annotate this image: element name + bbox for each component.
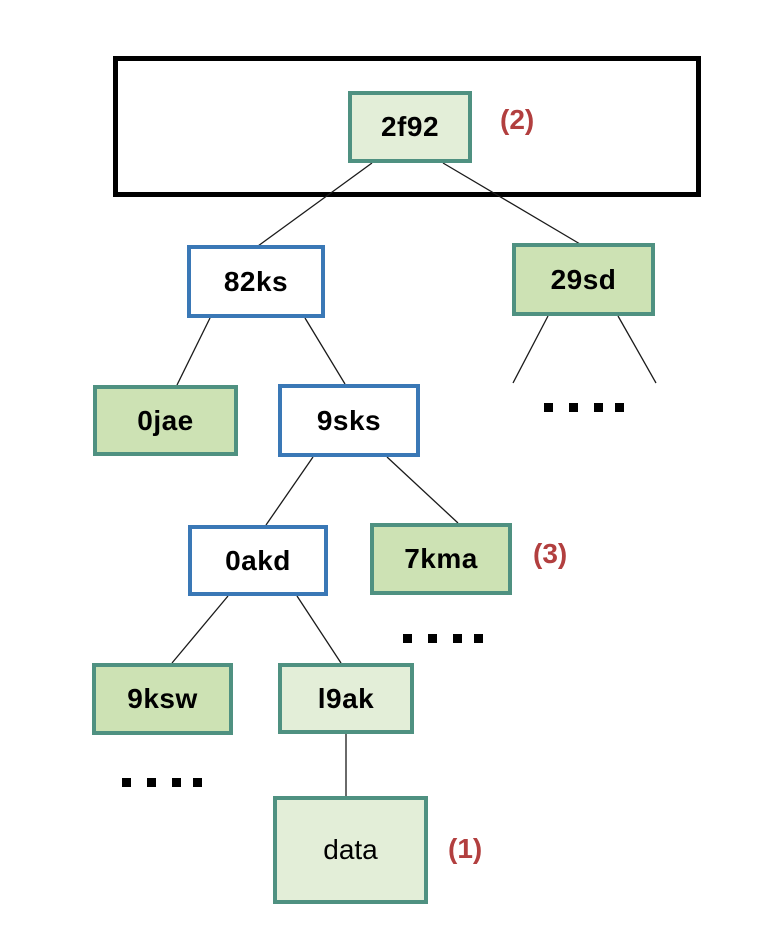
edge-0akd-l9ak [296,595,342,664]
edge-2f92-82ks [257,162,373,247]
node-0akd: 0akd [188,525,328,596]
node-0jae: 0jae [93,385,238,456]
node-l9ak: l9ak [278,663,414,734]
node-7kma: 7kma [370,523,512,595]
edge-9sks-0akd [265,456,314,526]
edge-82ks-9sks [304,317,346,385]
ellipsis-9ksw [122,778,202,787]
edge-29sd-elided-left [512,315,549,384]
ellipsis-29sd [544,403,624,412]
root-highlight-box [113,56,701,197]
node-82ks: 82ks [187,245,325,318]
annotation-1: (1) [448,833,483,864]
edge-29sd-elided-right [617,315,657,384]
edge-82ks-0jae [176,317,211,386]
edge-lines [171,162,657,796]
node-29sd: 29sd [512,243,655,316]
node-data: data [273,796,428,904]
edge-2f92-29sd [442,162,581,245]
annotation-2: (2) [500,104,535,135]
node-9ksw: 9ksw [92,663,233,735]
edge-9sks-7kma [386,456,459,524]
edge-0akd-9ksw [171,595,229,664]
ellipsis-7kma [403,634,483,643]
node-9sks: 9sks [278,384,420,457]
node-2f92: 2f92 [348,91,472,163]
ellipsis-dots [122,403,624,787]
annotation-3: (3) [533,538,568,569]
